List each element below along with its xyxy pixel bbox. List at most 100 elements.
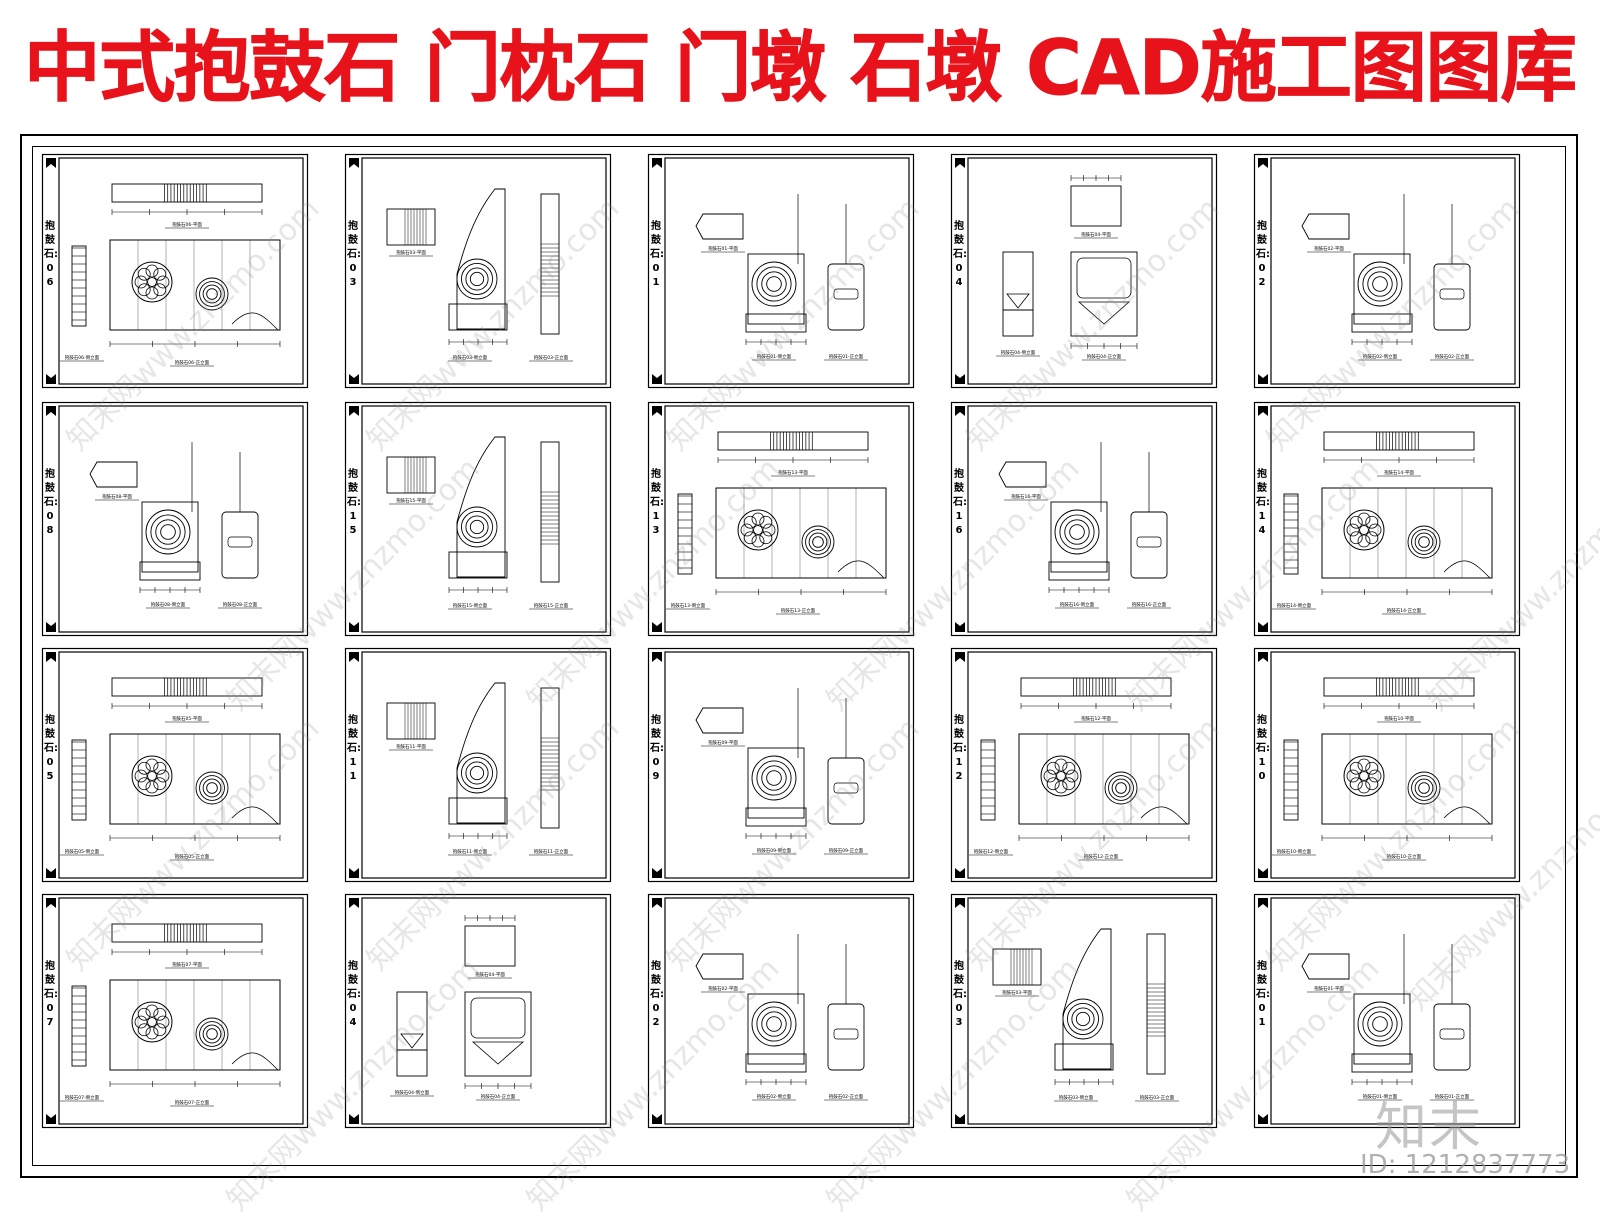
sheet-code-label: 抱鼓石:14 <box>1256 469 1270 536</box>
svg-text:抱鼓石16-平面: 抱鼓石16-平面 <box>1011 493 1041 500</box>
svg-text:抱鼓石02-侧立面: 抱鼓石02-侧立面 <box>757 1093 792 1100</box>
drawing-sheet: 抱鼓石09-平面抱鼓石09-侧立面抱鼓石09-正立面抱鼓石:09 <box>647 647 915 883</box>
svg-text:抱鼓石03-平面: 抱鼓石03-平面 <box>1002 989 1032 996</box>
sheet-code-label: 抱鼓石:16 <box>953 469 967 536</box>
svg-text:抱鼓石06-侧立面: 抱鼓石06-侧立面 <box>65 354 100 361</box>
svg-text:抱鼓石04-侧立面: 抱鼓石04-侧立面 <box>395 1089 430 1096</box>
svg-text:抱鼓石03-侧立面: 抱鼓石03-侧立面 <box>1059 1094 1094 1101</box>
svg-text:抱鼓石07-侧立面: 抱鼓石07-侧立面 <box>65 1094 100 1101</box>
svg-text:抱鼓石06-正立面: 抱鼓石06-正立面 <box>175 359 210 366</box>
svg-text:抱鼓石04-侧立面: 抱鼓石04-侧立面 <box>1001 349 1036 356</box>
sheet-code-label: 抱鼓石:09 <box>650 715 664 782</box>
svg-text:抱鼓石04-正立面: 抱鼓石04-正立面 <box>1087 353 1122 360</box>
svg-text:抱鼓石03-侧立面: 抱鼓石03-侧立面 <box>453 354 488 361</box>
drawing-sheet: 抱鼓石01-平面抱鼓石01-侧立面 抱鼓石01-正立面 抱鼓石:01 <box>1253 893 1521 1129</box>
drawing-frame <box>20 134 1578 1178</box>
sheet-code-label: 抱鼓石:01 <box>1256 961 1270 1028</box>
svg-text:抱鼓石04-平面: 抱鼓石04-平面 <box>1081 231 1111 238</box>
svg-text:抱鼓石01-平面: 抱鼓石01-平面 <box>708 245 738 252</box>
svg-text:抱鼓石03-正立面: 抱鼓石03-正立面 <box>534 354 569 361</box>
drawing-sheet: 抱鼓石04-平面抱鼓石04-侧立面抱鼓石04-正立面抱鼓石:04 <box>950 153 1218 389</box>
sheet-drawing: 抱鼓石16-平面抱鼓石16-侧立面抱鼓石16-正立面 <box>950 401 1218 637</box>
sheet-code-label: 抱鼓石:13 <box>650 469 664 536</box>
brand-logo: 知末 <box>1375 1098 1484 1158</box>
sheet-code-label: 抱鼓石:10 <box>1256 715 1270 782</box>
drawing-sheet: 抱鼓石14-平面抱鼓石14-侧立面抱鼓石14-正立面抱鼓石:14 <box>1253 401 1521 637</box>
sheet-code-label: 抱鼓石:04 <box>953 221 967 288</box>
sheet-code-label: 抱鼓石:01 <box>650 221 664 288</box>
sheet-drawing: 抱鼓石09-平面抱鼓石09-侧立面抱鼓石09-正立面 <box>647 647 915 883</box>
svg-text:抱鼓石01-正立面: 抱鼓石01-正立面 <box>829 353 864 360</box>
svg-text:抱鼓石11-正立面: 抱鼓石11-正立面 <box>534 848 569 855</box>
svg-text:抱鼓石01-正立面: 抱鼓石01-正立面 <box>1435 1093 1470 1100</box>
drawing-inner-frame <box>32 146 1566 1166</box>
svg-text:抱鼓石06-平面: 抱鼓石06-平面 <box>172 221 202 228</box>
svg-text:抱鼓石05-平面: 抱鼓石05-平面 <box>172 715 202 722</box>
svg-text:抱鼓石02-平面: 抱鼓石02-平面 <box>708 985 738 992</box>
drawing-sheet: 抱鼓石16-平面抱鼓石16-侧立面抱鼓石16-正立面抱鼓石:16 <box>950 401 1218 637</box>
svg-text:抱鼓石09-侧立面: 抱鼓石09-侧立面 <box>757 847 792 854</box>
sheet-code-label: 抱鼓石:06 <box>44 221 58 288</box>
svg-text:抱鼓石07-平面: 抱鼓石07-平面 <box>172 961 202 968</box>
svg-text:抱鼓石16-侧立面: 抱鼓石16-侧立面 <box>1060 601 1095 608</box>
drawing-sheet: 抱鼓石15-平面抱鼓石15-侧立面抱鼓石15-正立面抱鼓石:15 <box>344 401 612 637</box>
svg-text:抱鼓石10-正立面: 抱鼓石10-正立面 <box>1387 853 1422 860</box>
sheet-drawing: 抱鼓石02-平面抱鼓石02-侧立面抱鼓石02-正立面 <box>647 893 915 1129</box>
sheet-code-label: 抱鼓石:02 <box>650 961 664 1028</box>
svg-text:抱鼓石01-侧立面: 抱鼓石01-侧立面 <box>1363 1093 1398 1100</box>
svg-text:抱鼓石13-侧立面: 抱鼓石13-侧立面 <box>671 602 706 609</box>
svg-text:抱鼓石07-正立面: 抱鼓石07-正立面 <box>175 1099 210 1106</box>
svg-text:抱鼓石15-侧立面: 抱鼓石15-侧立面 <box>453 602 488 609</box>
sheet-code-label: 抱鼓石:11 <box>347 715 361 782</box>
drawing-sheet: 抱鼓石11-平面抱鼓石11-侧立面 抱鼓石11-正立面 抱鼓石:11 <box>344 647 612 883</box>
svg-text:抱鼓石10-侧立面: 抱鼓石10-侧立面 <box>1277 848 1312 855</box>
svg-text:抱鼓石12-平面: 抱鼓石12-平面 <box>1081 715 1111 722</box>
sheet-drawing: 抱鼓石08-平面抱鼓石08-侧立面抱鼓石08-正立面 <box>41 401 309 637</box>
drawing-sheet: 抱鼓石02-平面抱鼓石02-侧立面抱鼓石02-正立面抱鼓石:02 <box>647 893 915 1129</box>
svg-text:抱鼓石02-侧立面: 抱鼓石02-侧立面 <box>1363 353 1398 360</box>
drawing-sheet: 抱鼓石06-平面抱鼓石06-侧立面抱鼓石06-正立面抱鼓石:06 <box>41 153 309 389</box>
sheet-code-label: 抱鼓石:15 <box>347 469 361 536</box>
svg-text:抱鼓石13-平面: 抱鼓石13-平面 <box>778 469 808 476</box>
svg-text:抱鼓石11-侧立面: 抱鼓石11-侧立面 <box>453 848 488 855</box>
svg-text:抱鼓石01-平面: 抱鼓石01-平面 <box>1314 985 1344 992</box>
svg-text:抱鼓石08-侧立面: 抱鼓石08-侧立面 <box>151 601 186 608</box>
svg-text:抱鼓石08-正立面: 抱鼓石08-正立面 <box>223 601 258 608</box>
drawing-sheet: 抱鼓石03-平面抱鼓石03-侧立面 抱鼓石03-正立面 抱鼓石:03 <box>344 153 612 389</box>
svg-text:抱鼓石01-侧立面: 抱鼓石01-侧立面 <box>757 353 792 360</box>
drawing-sheet: 抱鼓石07-平面抱鼓石07-侧立面抱鼓石07-正立面抱鼓石:07 <box>41 893 309 1129</box>
sheet-code-label: 抱鼓石:03 <box>347 221 361 288</box>
svg-text:抱鼓石15-正立面: 抱鼓石15-正立面 <box>534 602 569 609</box>
sheet-code-label: 抱鼓石:03 <box>953 961 967 1028</box>
svg-text:抱鼓石03-正立面: 抱鼓石03-正立面 <box>1140 1094 1175 1101</box>
svg-text:抱鼓石13-正立面: 抱鼓石13-正立面 <box>781 607 816 614</box>
drawing-sheet: 抱鼓石02-平面抱鼓石02-侧立面抱鼓石02-正立面抱鼓石:02 <box>1253 153 1521 389</box>
svg-text:抱鼓石10-平面: 抱鼓石10-平面 <box>1384 715 1414 722</box>
svg-text:抱鼓石02-正立面: 抱鼓石02-正立面 <box>1435 353 1470 360</box>
svg-text:抱鼓石05-侧立面: 抱鼓石05-侧立面 <box>65 848 100 855</box>
svg-text:抱鼓石04-正立面: 抱鼓石04-正立面 <box>481 1093 516 1100</box>
drawing-sheet: 抱鼓石04-平面抱鼓石04-侧立面抱鼓石04-正立面抱鼓石:04 <box>344 893 612 1129</box>
drawing-sheet: 抱鼓石05-平面抱鼓石05-侧立面抱鼓石05-正立面抱鼓石:05 <box>41 647 309 883</box>
svg-text:抱鼓石03-平面: 抱鼓石03-平面 <box>396 249 426 256</box>
svg-text:抱鼓石12-正立面: 抱鼓石12-正立面 <box>1084 853 1119 860</box>
svg-text:抱鼓石02-平面: 抱鼓石02-平面 <box>1314 245 1344 252</box>
page-title: 中式抱鼓石 门枕石 门墩 石墩 CAD施工图图库 <box>24 23 1578 113</box>
svg-text:抱鼓石09-平面: 抱鼓石09-平面 <box>708 739 738 746</box>
svg-text:抱鼓石11-平面: 抱鼓石11-平面 <box>396 743 426 750</box>
